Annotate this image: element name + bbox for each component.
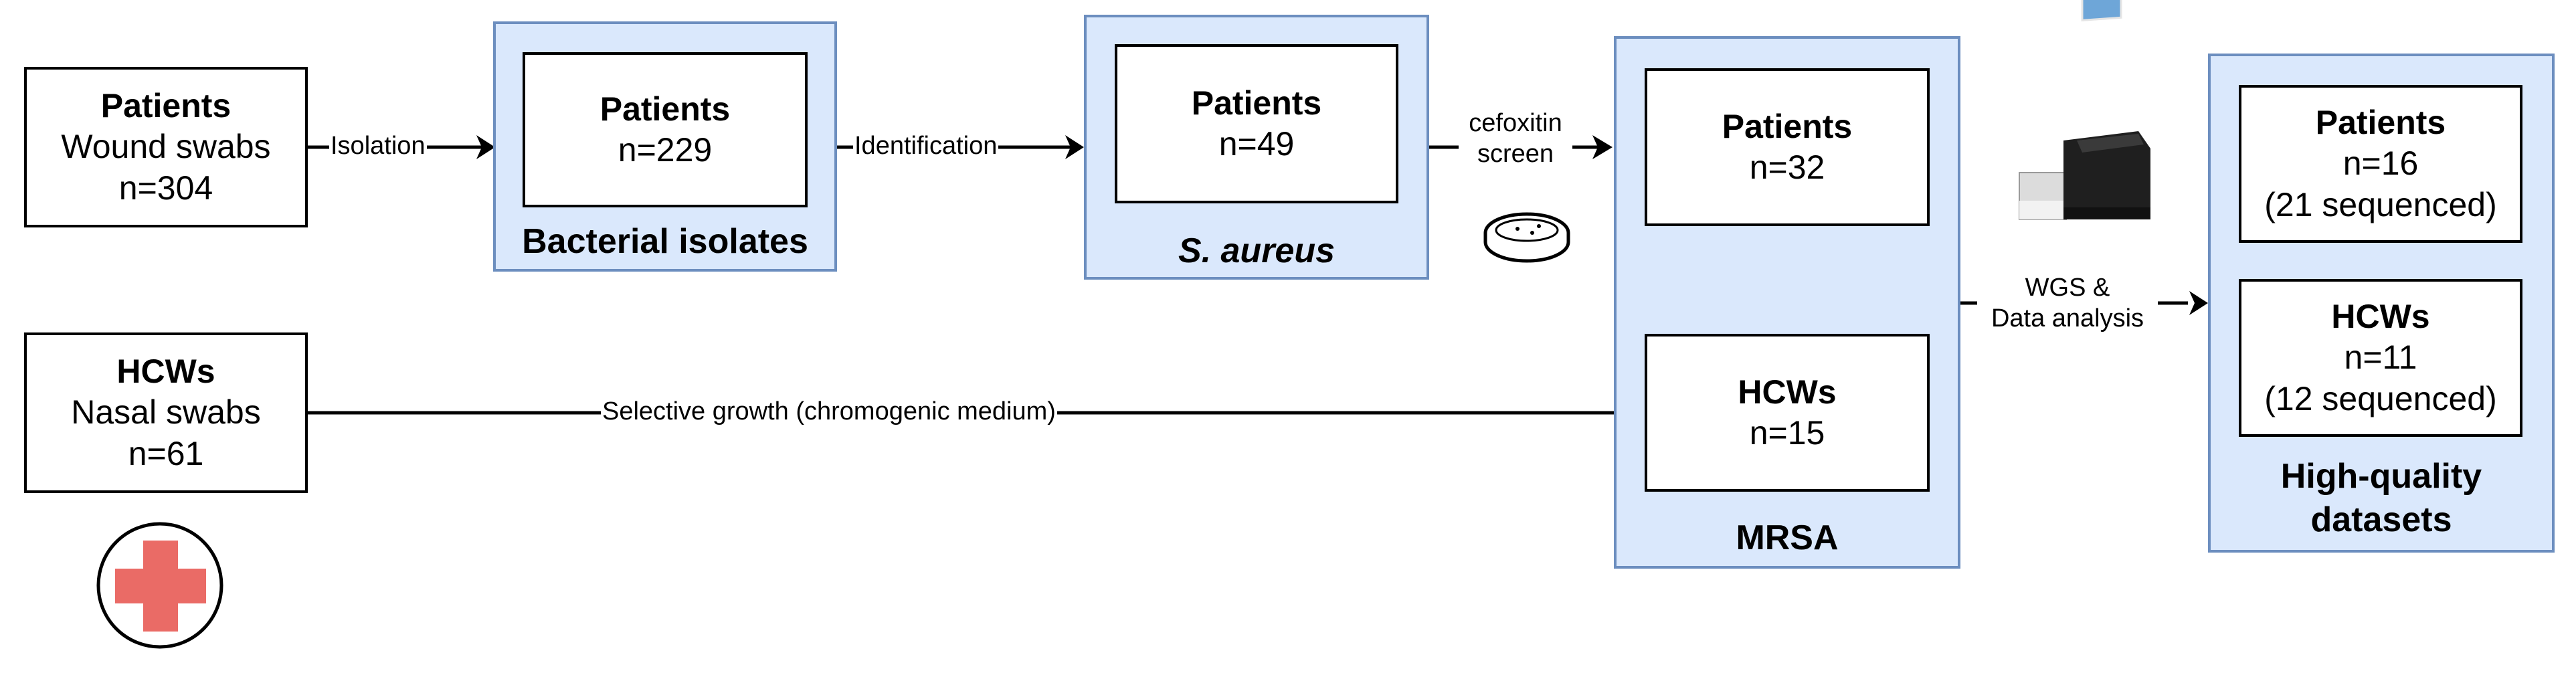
box-count: n=304 [118, 169, 213, 207]
box-line: Wound swabs [61, 128, 271, 165]
box-title: Patients [100, 87, 232, 124]
box-title: Patients [600, 90, 731, 128]
cefoxitin-line1: cefoxitin [1469, 109, 1562, 137]
box-title: HCWs [1738, 373, 1837, 411]
mrsa-patients-box: Patients n=32 [1645, 68, 1930, 226]
box-note: (21 sequenced) [2264, 186, 2497, 223]
arrowhead [2189, 291, 2208, 315]
hq-label-line1: High-quality [2280, 457, 2482, 496]
saureus-label: S. aureus [1178, 231, 1336, 270]
box-count: n=32 [1749, 149, 1825, 186]
wgs-label: WGS & Data analysis [1977, 272, 2158, 336]
saureus-patients-box: Patients n=49 [1115, 44, 1398, 203]
hq-datasets-label: High-quality datasets [2208, 455, 2555, 542]
selective-growth-label: Selective growth (chromogenic medium) [601, 397, 1057, 427]
bacterial-isolates-label: Bacterial isolates [522, 222, 808, 261]
box-count: n=229 [618, 131, 713, 169]
box-title: Patients [1722, 108, 1853, 145]
box-line: Nasal swabs [71, 393, 261, 431]
arrowhead [1592, 135, 1613, 159]
box-count: n=16 [2342, 145, 2419, 182]
wgs-line2: Data analysis [1991, 304, 2144, 332]
cefoxitin-label: cefoxitin screen [1459, 107, 1572, 171]
box-title: Patients [2315, 104, 2446, 141]
hq-patients-box: Patients n=16 (21 sequenced) [2239, 85, 2522, 243]
box-title: HCWs [2331, 298, 2430, 335]
cefoxitin-line2: screen [1477, 139, 1554, 168]
box-note: (12 sequenced) [2264, 380, 2497, 417]
box-title: Patients [1191, 84, 1322, 122]
arrowhead [1065, 135, 1084, 159]
arrowhead [476, 135, 495, 159]
box-count: n=15 [1749, 414, 1825, 452]
box-title: HCWs [116, 353, 215, 390]
hcws-nasal-box: HCWs Nasal swabs n=61 [24, 332, 308, 493]
mrsa-hcws-box: HCWs n=15 [1645, 334, 1930, 492]
hq-label-line2: datasets [2310, 500, 2452, 539]
wgs-line1: WGS & [2025, 274, 2110, 302]
isolation-label: Isolation [329, 131, 427, 162]
mrsa-label: MRSA [1736, 518, 1839, 557]
identification-label: Identification [853, 131, 999, 162]
box-count: n=61 [128, 435, 204, 472]
patients-wound-box: Patients Wound swabs n=304 [24, 67, 308, 227]
hq-hcws-box: HCWs n=11 (12 sequenced) [2239, 279, 2522, 437]
box-count: n=49 [1218, 125, 1295, 163]
bacterial-patients-box: Patients n=229 [523, 52, 808, 207]
box-count: n=11 [2344, 339, 2417, 376]
